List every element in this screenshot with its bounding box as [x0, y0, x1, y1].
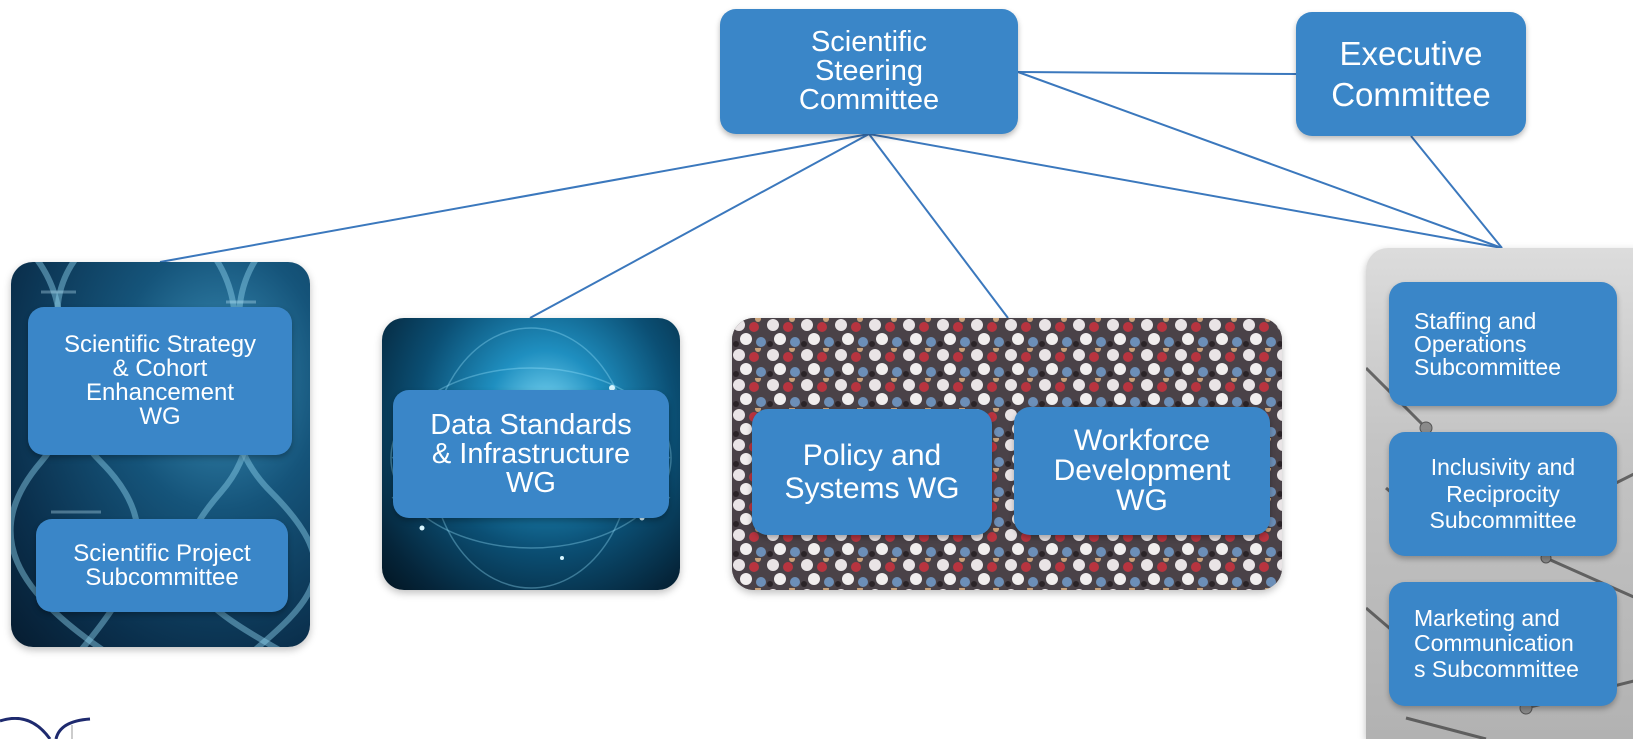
inclusivity-and-reciprocity-subcommittee: Inclusivity and Reciprocity Subcommittee	[1389, 432, 1617, 556]
connector-executive-to-network	[1410, 135, 1503, 249]
connector-steering-to-executive	[1017, 71, 1297, 75]
connector-steering-to-dna	[159, 133, 870, 263]
policy-and-systems-wg: Policy and Systems WG	[752, 409, 992, 535]
connector-steering-to-globe	[529, 133, 870, 319]
scientific-strategy-cohort-enhancement-wg: Scientific Strategy & Cohort Enhancement…	[28, 307, 292, 455]
data-standards-infrastructure-wg: Data Standards & Infrastructure WG	[393, 390, 669, 518]
staffing-and-operations-subcommittee: Staffing and Operations Subcommittee	[1389, 282, 1617, 406]
connector-steering-to-network	[868, 133, 1503, 249]
marketing-and-communications-subcommittee: Marketing and Communication s Subcommitt…	[1389, 582, 1617, 706]
partial-logo-icon	[0, 717, 91, 739]
connector-steering-right-to-network	[1017, 71, 1503, 249]
executive-committee: Executive Committee	[1296, 12, 1526, 136]
connector-steering-to-crowd	[868, 133, 1009, 319]
scientific-project-subcommittee: Scientific Project Subcommittee	[36, 519, 288, 612]
scientific-steering-committee: Scientific Steering Committee	[720, 9, 1018, 134]
workforce-development-wg: Workforce Development WG	[1014, 407, 1270, 535]
